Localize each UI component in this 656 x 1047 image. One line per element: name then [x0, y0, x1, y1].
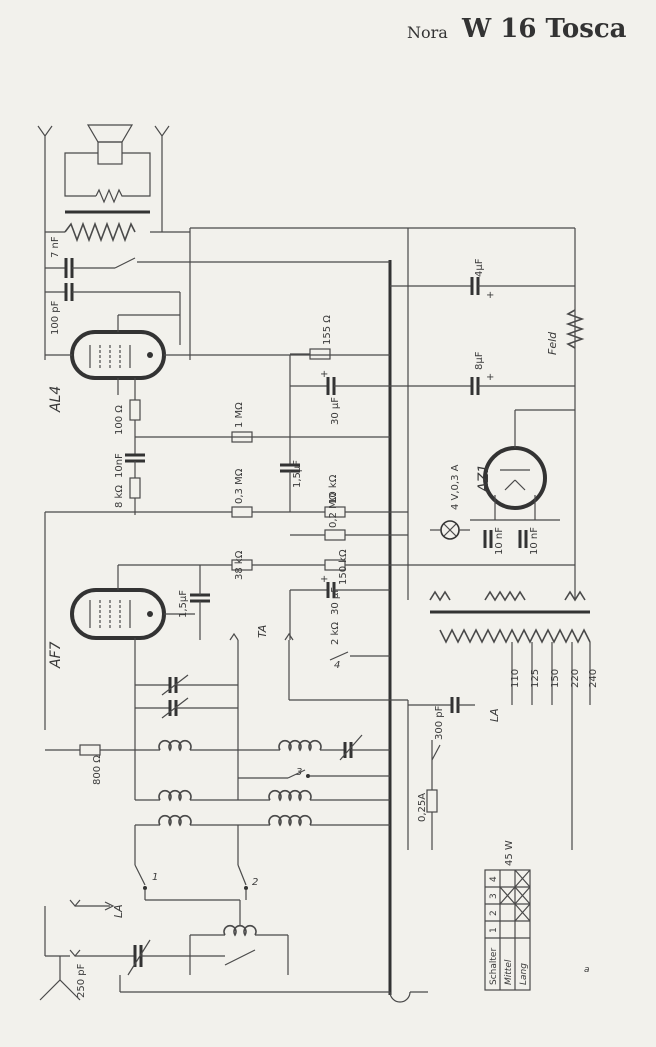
rf-coils-row1: [45, 734, 390, 761]
label-af7: AF7: [48, 641, 64, 669]
label-r-03m: 0,3 MΩ: [234, 468, 245, 504]
pilot-lamp-icon: [430, 520, 470, 540]
resistor-1m: [231, 431, 253, 443]
tube-al4: [45, 314, 390, 395]
label-lamp: 4 V,0,3 A: [450, 464, 461, 510]
label-az1: AZ1: [476, 464, 492, 493]
svg-text:+: +: [486, 372, 494, 383]
tap-150: 150: [550, 669, 561, 688]
variable-caps: [135, 674, 238, 719]
brand-label: Nora: [407, 23, 448, 42]
tap-220: 220: [570, 669, 581, 688]
tube-af7: [44, 512, 232, 800]
switch-1-2: [134, 864, 248, 925]
label-c-300pf: 300 pF: [434, 705, 445, 740]
label-r-02m: 0,2 MΩ: [328, 492, 339, 528]
svg-text:+: +: [320, 369, 328, 380]
label-c-15uf-mid: 1,5μF: [292, 460, 303, 488]
resistor-row-mid: [45, 506, 408, 541]
speaker-icon: [64, 124, 151, 204]
resistor-155: [290, 348, 331, 360]
label-c-100pf: 100 pF: [50, 300, 61, 335]
switch-table-header: Schalter: [489, 948, 499, 985]
label-r-150k: 150 kΩ: [338, 549, 349, 585]
switch-table-col-4: 4: [489, 876, 499, 882]
cap-15uf-mid: [280, 355, 300, 512]
switch-table-col-1: 1: [489, 927, 499, 933]
mains-primary: [439, 628, 591, 850]
label-ta: TA: [256, 625, 269, 638]
cap-8uf: +: [390, 372, 575, 395]
power-rating: 45 W: [504, 840, 515, 866]
svg-text:+: +: [320, 574, 328, 585]
model-title: W 16 Tosca: [462, 14, 627, 44]
label-r-10k: 10 kΩ: [328, 474, 339, 504]
label-r-8k: 8 kΩ: [114, 485, 125, 508]
switch-table-col-3: 3: [489, 893, 499, 899]
label-c-10nf-b: 10 nF: [529, 527, 540, 555]
cap-100pf: [45, 283, 181, 345]
label-c-8uf: 8μF: [474, 351, 485, 370]
ground-icon: [389, 991, 428, 1003]
switch-table: [484, 869, 531, 991]
label-c-4uf: 4μF: [474, 258, 485, 277]
label-r-155: 155 Ω: [322, 315, 333, 345]
label-c-10nf: 10nF: [114, 453, 125, 478]
tube-az1: [483, 409, 575, 520]
label-la-mains: LA: [488, 708, 501, 722]
label-c-10nf-a: 10 nF: [494, 527, 505, 555]
tap-240: 240: [588, 669, 599, 688]
tap-125: 125: [530, 669, 541, 688]
af7-network: +: [190, 559, 575, 850]
tap-110: 110: [510, 669, 521, 688]
switch-table-row-mittel: Mittel: [504, 959, 514, 985]
label-sw4: 4: [334, 660, 340, 671]
label-c-15uf-af7: 1,5μF: [178, 590, 189, 618]
label-sw2: 2: [252, 877, 258, 888]
label-r-800: 800 Ω: [92, 755, 103, 785]
label-la-antenna: LA: [112, 904, 125, 918]
label-al4: AL4: [48, 386, 64, 413]
top-antenna-left: [37, 125, 53, 360]
label-r-2k: 2 kΩ: [330, 622, 341, 645]
label-sw3: 3: [296, 767, 302, 778]
cap-30uf-top: +: [290, 369, 390, 395]
rf-coils-row2: [135, 789, 390, 802]
antenna-input: [39, 899, 390, 1001]
label-r-1m: 1 MΩ: [234, 402, 245, 428]
cathode-network: [125, 378, 390, 515]
label-c-250pf: 250 pF: [76, 963, 87, 998]
label-c-30uf-top: 30 μF: [330, 397, 341, 425]
cap-300pf-fuse: [408, 697, 475, 850]
rf-coils-row3: [134, 814, 390, 865]
svg-text:+: +: [486, 290, 494, 301]
cap-4uf: +: [390, 277, 575, 301]
switch-table-row-lang: Lang: [519, 963, 529, 985]
field-coil: [565, 309, 585, 349]
label-c-30uf-af7: 30 μF: [330, 587, 341, 615]
top-antenna-right: [154, 125, 170, 200]
label-r-100: 100 Ω: [114, 405, 125, 435]
footer-mark: a: [584, 965, 590, 975]
label-fuse: 0,25A: [417, 793, 428, 822]
label-c-7nf: 7 nF: [50, 236, 61, 258]
rectifier-caps: [470, 519, 560, 548]
label-sw1: 1: [152, 872, 158, 883]
output-transformer: [45, 200, 190, 243]
cap-7nf: [45, 257, 390, 278]
switch-table-col-2: 2: [489, 910, 499, 916]
label-field: Feld: [546, 331, 559, 355]
secondary-windings: [429, 590, 590, 614]
switch-3: [238, 769, 390, 779]
label-r-38k: 38 kΩ: [234, 550, 245, 580]
